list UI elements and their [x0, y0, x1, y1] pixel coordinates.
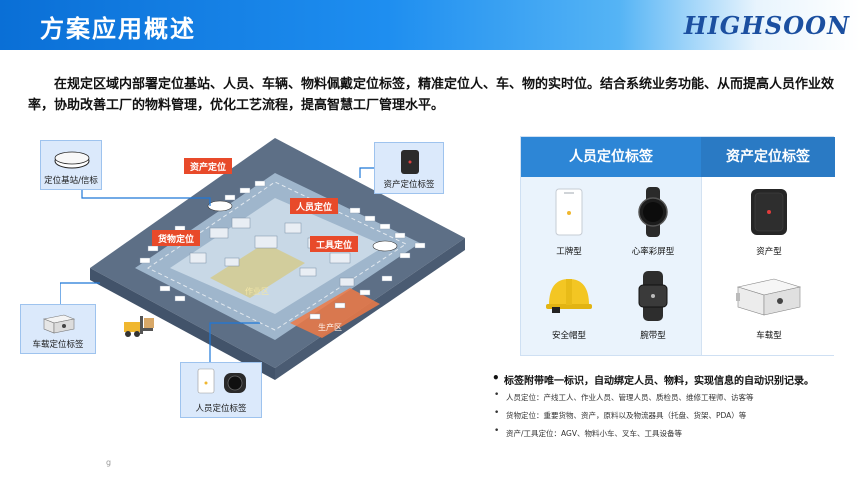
- intro-paragraph: 在规定区域内部署定位基站、人员、车辆、物料佩戴定位标签，精准定位人、车、物的实时…: [28, 77, 835, 113]
- asset-device-icon: [751, 189, 787, 235]
- item-wristband-type: 腕带型: [613, 271, 693, 341]
- person-tag-header: 人员定位标签: [521, 137, 701, 177]
- asset-tag-header: 资产定位标签: [701, 137, 835, 177]
- callout-vehicle-tag: 车载定位标签: [20, 304, 96, 354]
- vehicle-type-label: 车载型: [756, 331, 782, 341]
- item-badge-type: 工牌型: [529, 187, 609, 257]
- item-vehicle-type: 车载型: [724, 271, 814, 341]
- bullet-asset-tool: 资产/工具定位：AGV、物料小车、叉车、工具设备等: [492, 426, 842, 439]
- person-tag-column: 工牌型 心率彩屏型 安全帽型: [521, 177, 701, 355]
- tag-types-panel: 人员定位标签 资产定位标签 工牌型 心率彩屏型: [520, 136, 835, 356]
- factory-scene: 资产定位 人员定位 货物定位 工具定位 作业区 生产区: [20, 118, 480, 448]
- page-title: 方案应用概述: [40, 15, 196, 43]
- badge-tag-icon: [555, 188, 583, 236]
- asset-tag-column: 资产型 车载型: [701, 177, 835, 355]
- item-helmet-type: 安全帽型: [529, 271, 609, 341]
- heart-rate-type-label: 心率彩屏型: [631, 247, 675, 257]
- factory-illustration: 资产定位 人员定位 货物定位 工具定位 作业区 生产区: [59, 138, 465, 380]
- zone-work: 作业区: [245, 286, 269, 296]
- watch-icon: [638, 187, 668, 237]
- callout-base-station: 定位基站/信标: [40, 140, 102, 190]
- item-heart-rate-type: 心率彩屏型: [613, 187, 693, 257]
- helmet-type-label: 安全帽型: [551, 331, 586, 341]
- feature-bullets: 标签附带唯一标识，自动绑定人员、物料，实现信息的自动识别记录。 人员定位：产线工…: [492, 371, 842, 446]
- person-tag-label: 人员定位标签: [195, 404, 247, 414]
- sign-goods: 货物定位: [158, 233, 194, 245]
- vehicle-tag-icon: [42, 314, 76, 334]
- vehicle-tag-label: 车载定位标签: [32, 340, 84, 350]
- base-station-label: 定位基站/信标: [44, 176, 98, 186]
- sign-asset: 资产定位: [190, 161, 226, 173]
- base-station-icon: [54, 151, 90, 169]
- zone-production: 生产区: [318, 322, 342, 332]
- brand-logo: HIGHSOON: [683, 11, 850, 40]
- wristband-type-label: 腕带型: [640, 331, 666, 341]
- callout-asset-tag: 资产定位标签: [374, 142, 444, 194]
- helmet-icon: [546, 279, 592, 313]
- header-bar: 方案应用概述 HIGHSOON: [0, 0, 860, 50]
- asset-type-label: 资产型: [756, 247, 782, 257]
- bullet-main: 标签附带唯一标识，自动绑定人员、物料，实现信息的自动识别记录。: [492, 371, 842, 387]
- callout-person-tag: 人员定位标签: [180, 362, 262, 418]
- badge-type-label: 工牌型: [556, 247, 582, 257]
- bullet-goods: 货物定位：重要货物、资产，原料以及物流器具（托盘、货架、PDA）等: [492, 408, 842, 421]
- vehicle-device-icon: [736, 278, 802, 316]
- asset-tag-label: 资产定位标签: [383, 180, 435, 190]
- sign-tool: 工具定位: [316, 239, 352, 251]
- asset-tag-icon: [401, 150, 419, 174]
- footer-mark: g: [106, 458, 112, 467]
- wristband-icon: [638, 271, 668, 321]
- sign-person: 人员定位: [295, 201, 332, 213]
- person-tag-icon: [197, 368, 246, 394]
- bullet-person: 人员定位：产线工人、作业人员、管理人员、质检员、维修工程师、访客等: [492, 390, 842, 403]
- item-asset-type: 资产型: [729, 187, 809, 257]
